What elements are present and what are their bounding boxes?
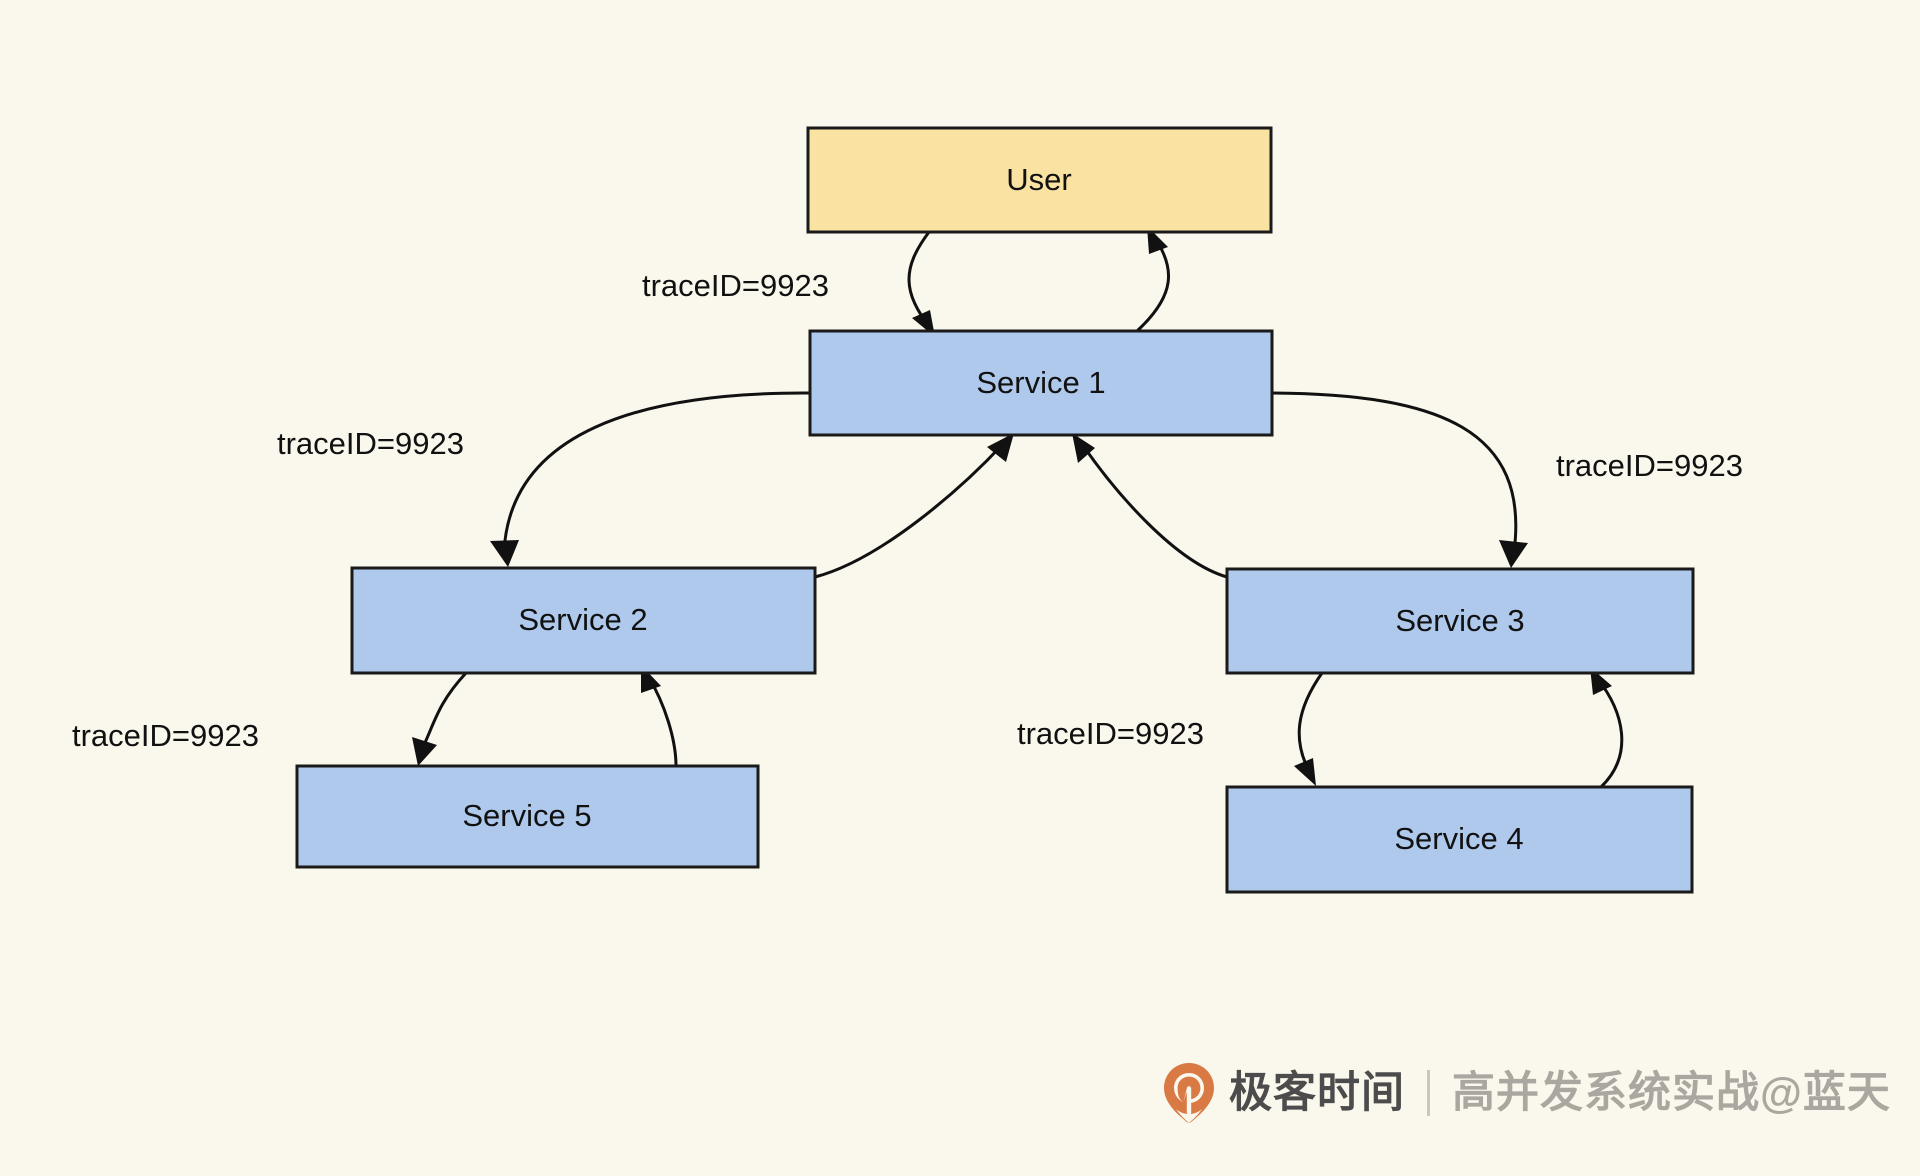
node-box[interactable] [1225,567,1695,675]
edge-service2-to-service1 [814,433,1014,579]
edge-path [420,671,468,750]
edge-service5-to-service2 [641,665,678,767]
node-label: Service 3 [1395,603,1524,638]
edge-path [1297,672,1324,772]
edge-service1-to-service3 [1271,391,1528,568]
node-layer: User Service 1 Service 2 Service 3 Servi… [295,126,1695,894]
edge-label-service3-service4: traceID=9923 [1017,716,1204,751]
edge-label-service1-service2: traceID=9923 [277,426,464,461]
edge-label-user-service1: traceID=9923 [642,268,829,303]
node-box[interactable] [808,329,1274,437]
node-service3[interactable]: Service 3 [1225,567,1695,675]
node-service5[interactable]: Service 5 [295,764,760,869]
edge-service1-to-service2 [490,391,811,567]
edge-layer [412,226,1624,789]
node-service2[interactable]: Service 2 [350,566,817,675]
node-box[interactable] [350,566,817,675]
node-box[interactable] [295,764,760,869]
arrow-head-icon [1499,540,1528,568]
node-box[interactable] [806,126,1273,234]
edge-path [1080,443,1228,579]
edge-path [502,391,811,553]
node-label: Service 4 [1394,821,1523,856]
edge-service3-to-service4 [1294,672,1324,786]
watermark-divider [1427,1070,1430,1116]
arrow-head-icon [1072,433,1095,463]
edge-label-service1-service3: traceID=9923 [1556,448,1743,483]
edge-label-layer: traceID=9923 traceID=9923 traceID=9923 t… [72,268,1743,753]
node-label: Service 2 [518,602,647,637]
node-label: Service 1 [976,365,1105,400]
watermark-brand: 极客时间 [1229,1068,1405,1117]
node-label: User [1006,162,1071,197]
edge-path [1271,391,1518,553]
edge-service4-to-service3 [1590,667,1624,789]
arrow-head-icon [987,433,1014,462]
edge-path [814,442,1005,579]
watermark-course: 高并发系统实战@蓝天 [1452,1068,1891,1117]
watermark: 极客时间 高并发系统实战@蓝天 [1163,1058,1891,1128]
arrow-head-icon [490,540,519,567]
node-service1[interactable]: Service 1 [808,329,1274,437]
edge-service1-to-user [1135,226,1171,333]
node-user[interactable]: User [806,126,1273,234]
node-box[interactable] [1225,785,1694,894]
edge-user-to-service1 [907,231,935,337]
geekbang-logo-icon [1164,1063,1214,1123]
edge-service2-to-service5 [412,671,468,766]
edge-label-service2-service5: traceID=9923 [72,718,259,753]
arrow-head-icon [412,737,437,766]
arrow-head-icon [1294,758,1316,786]
edge-service3-to-service1 [1072,433,1228,579]
edge-path [646,675,678,767]
edge-path [1595,677,1624,789]
node-service4[interactable]: Service 4 [1225,785,1694,894]
node-label: Service 5 [462,798,591,833]
